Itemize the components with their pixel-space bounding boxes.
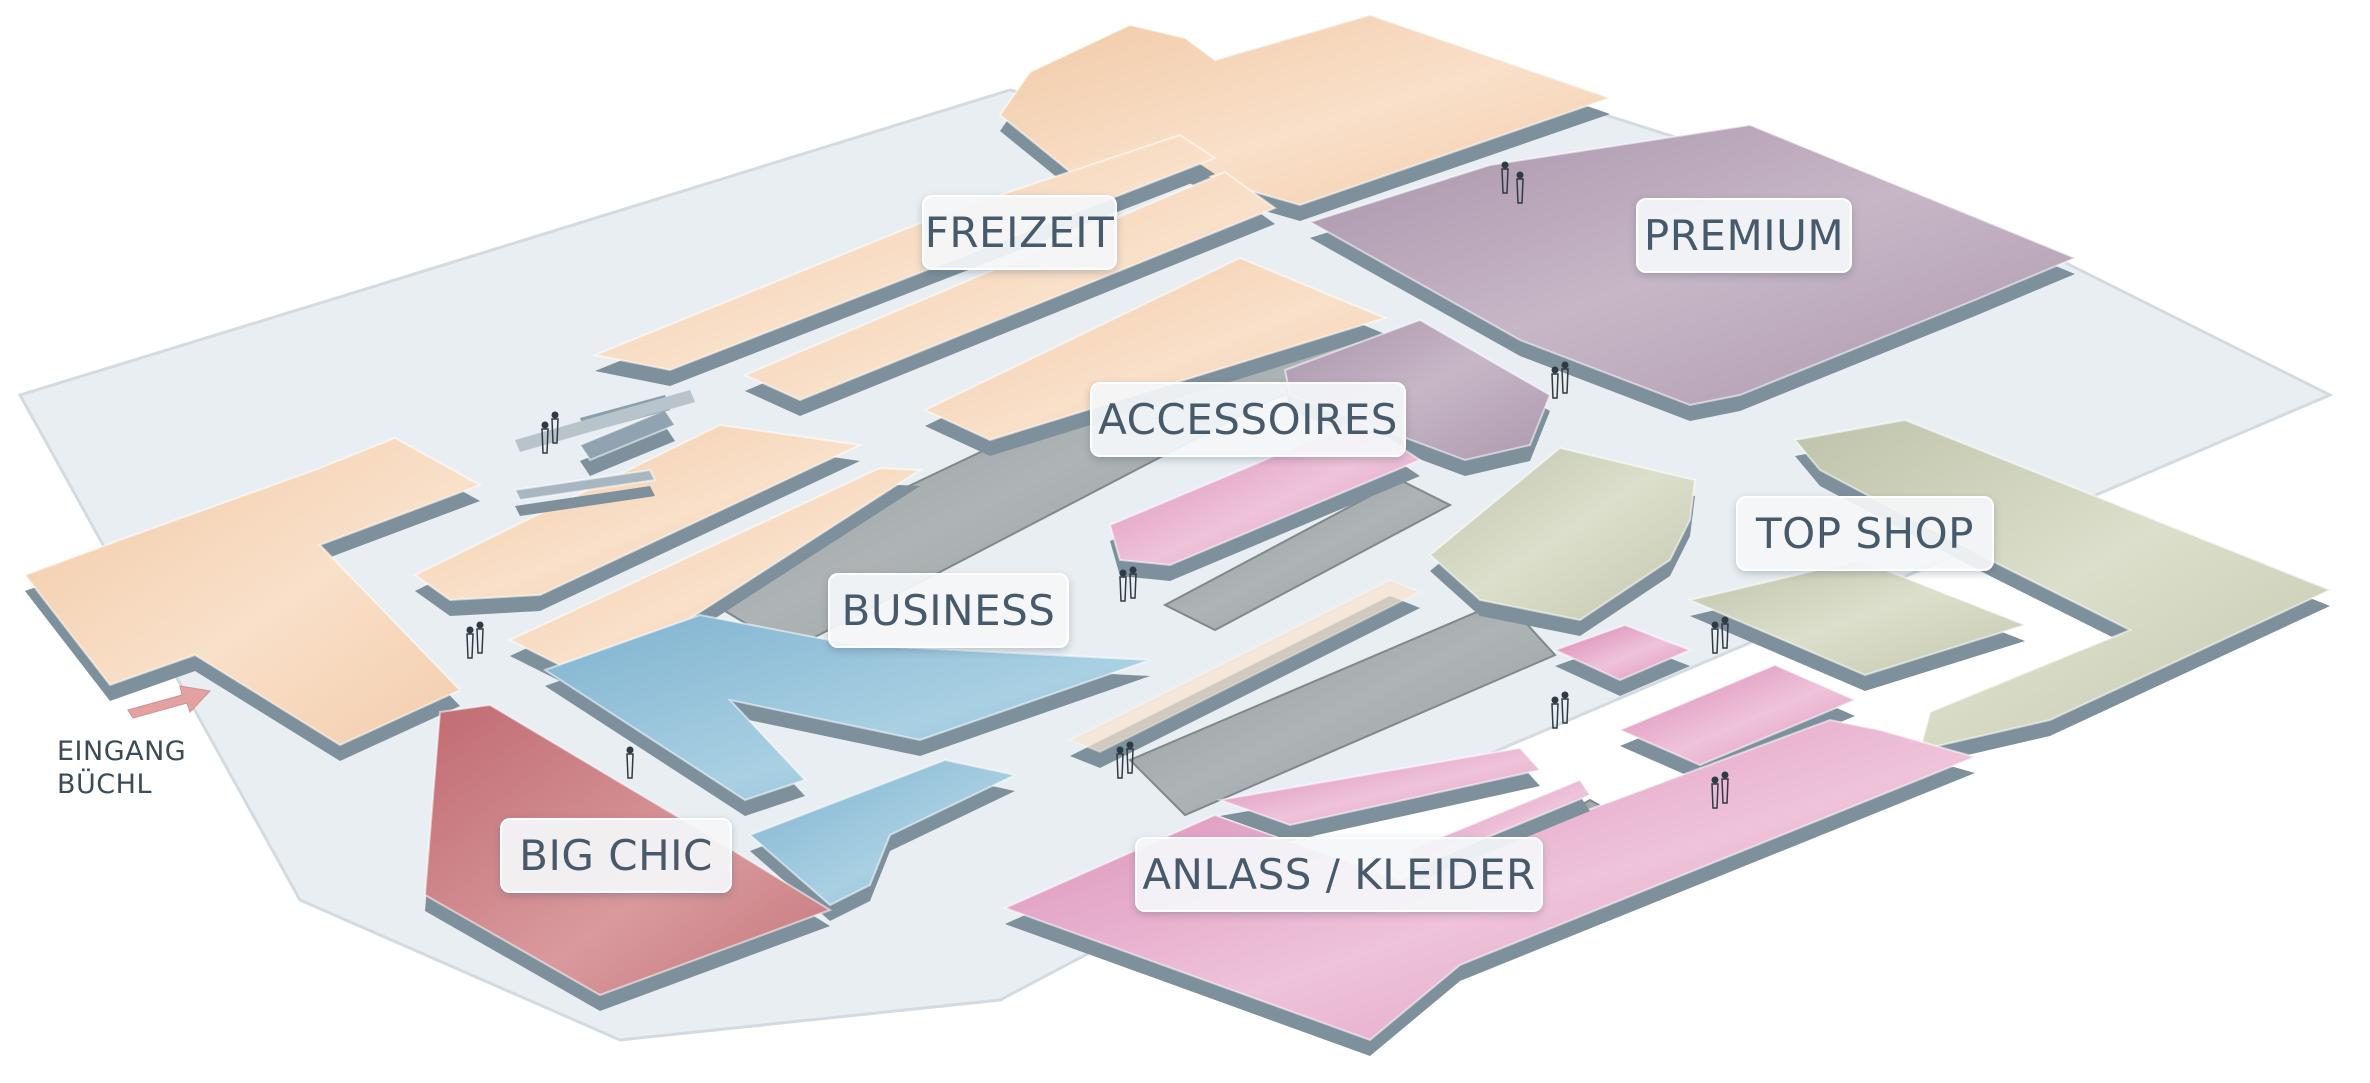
shopper-figure — [1561, 361, 1569, 394]
shopper-figure — [541, 421, 549, 454]
dept-freizeit-corridor-strip[interactable] — [1067, 578, 1423, 768]
dept-freizeit-near-business[interactable] — [507, 466, 924, 681]
dept-top-shop-center[interactable] — [1686, 558, 2029, 691]
shopper-figure — [1551, 366, 1559, 399]
dept-freizeit-thin[interactable] — [513, 468, 657, 516]
shopper-figure — [1501, 161, 1509, 194]
shopper-figure — [1551, 696, 1559, 729]
dept-anlass-strip-1[interactable] — [1216, 746, 1542, 841]
shopper-figure — [1516, 171, 1524, 204]
shopper-figure — [1119, 569, 1127, 602]
shopper-figure — [1561, 691, 1569, 724]
dept-business-main[interactable] — [542, 613, 1151, 816]
dept-freizeit-left[interactable] — [23, 436, 483, 761]
dept-freizeit-mid[interactable] — [413, 423, 864, 616]
shopper-figure — [1711, 776, 1719, 809]
entrance-label-line1: EINGANG — [57, 736, 187, 767]
shopper-figure — [551, 411, 559, 444]
label-top-shop[interactable]: TOP SHOP — [1736, 496, 1994, 571]
dept-business-lower[interactable] — [748, 758, 1019, 921]
shopper-figure — [1711, 621, 1719, 654]
dept-freizeit-small[interactable] — [578, 408, 677, 476]
entrance-arrow-icon — [127, 685, 212, 719]
entrance-label[interactable]: EINGANG BÜCHL — [57, 735, 186, 801]
dept-freizeit-top[interactable] — [998, 13, 1614, 221]
shopper-figure — [466, 626, 474, 659]
label-premium[interactable]: PREMIUM — [1636, 198, 1852, 273]
label-big-chic[interactable]: BIG CHIC — [500, 818, 732, 893]
shopper-figure — [626, 746, 634, 779]
entrance-label-line2: BÜCHL — [57, 769, 152, 800]
shopper-figure — [1721, 771, 1729, 804]
label-accessoires[interactable]: ACCESSOIRES — [1090, 382, 1406, 457]
label-anlass-kleider[interactable]: ANLASS / KLEIDER — [1135, 837, 1543, 912]
light-well-right — [1162, 478, 1453, 632]
light-well-lower — [1128, 598, 1557, 817]
shopper-figure — [1129, 566, 1137, 599]
dept-top-shop-left[interactable] — [1428, 446, 1697, 636]
escalator-icon — [515, 390, 695, 452]
dept-accessoires-small[interactable] — [1552, 623, 1693, 696]
dept-freizeit-strip-3[interactable] — [922, 256, 1388, 456]
label-business[interactable]: BUSINESS — [828, 573, 1069, 648]
shopper-figure — [1721, 616, 1729, 649]
shopper-figure — [1116, 746, 1124, 779]
label-freizeit[interactable]: FREIZEIT — [922, 195, 1117, 270]
shopper-figure — [1126, 741, 1134, 774]
dept-accessoires-block[interactable] — [1617, 663, 1858, 781]
shopper-figure — [476, 621, 484, 654]
